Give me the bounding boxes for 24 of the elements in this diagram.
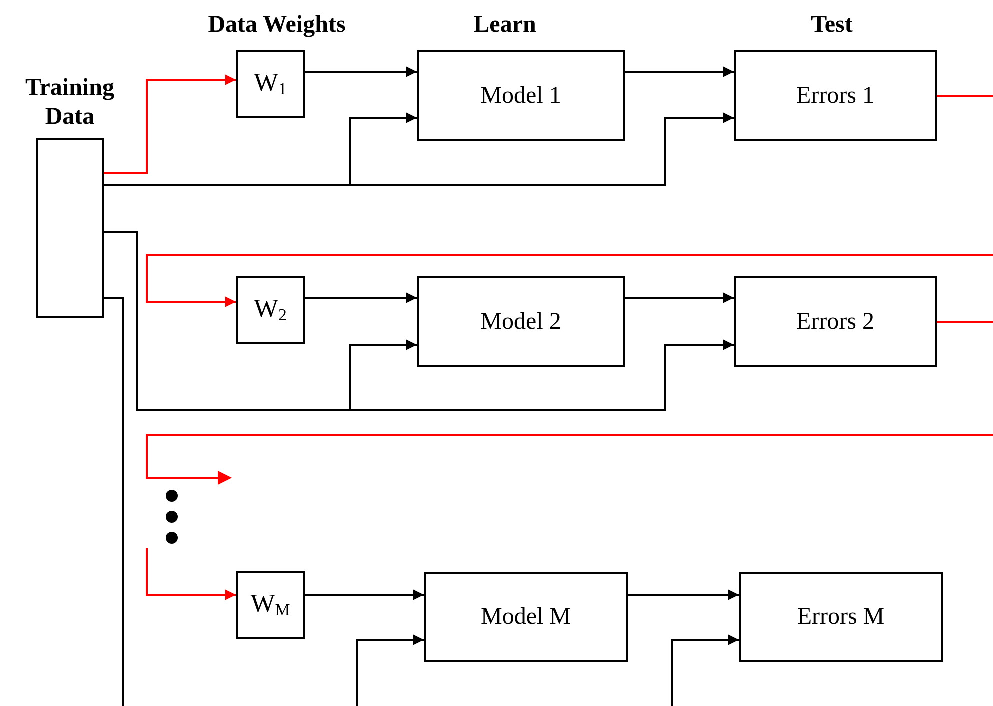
- column-heading: Data Weights: [208, 12, 346, 39]
- arrow: [625, 66, 734, 78]
- arrow: [356, 634, 424, 706]
- weight-box: W$_{2}$: [236, 276, 305, 344]
- process-box: Model 1: [417, 50, 625, 141]
- process-box: Errors 1: [734, 50, 937, 141]
- arrow: [305, 292, 418, 304]
- arrow: [671, 634, 740, 706]
- process-box: Model 2: [417, 276, 625, 367]
- node-heading: Training Data: [24, 74, 116, 132]
- column-heading: Test: [811, 12, 853, 39]
- process-box: Errors M: [739, 572, 943, 662]
- feedback-arrow: [146, 548, 236, 600]
- arrow: [625, 292, 734, 304]
- arrow: [628, 590, 740, 600]
- feedback-arrow: [146, 254, 993, 308]
- process-box: Model M: [424, 572, 628, 662]
- arrow: [305, 66, 418, 78]
- process-box: Errors 2: [734, 276, 937, 367]
- weight-box: W$_{1}$: [236, 50, 305, 118]
- feedback-arrow: [104, 74, 236, 174]
- weight-box: W$_{M}$: [236, 571, 305, 639]
- column-heading: Learn: [474, 12, 536, 39]
- arrow: [305, 590, 424, 600]
